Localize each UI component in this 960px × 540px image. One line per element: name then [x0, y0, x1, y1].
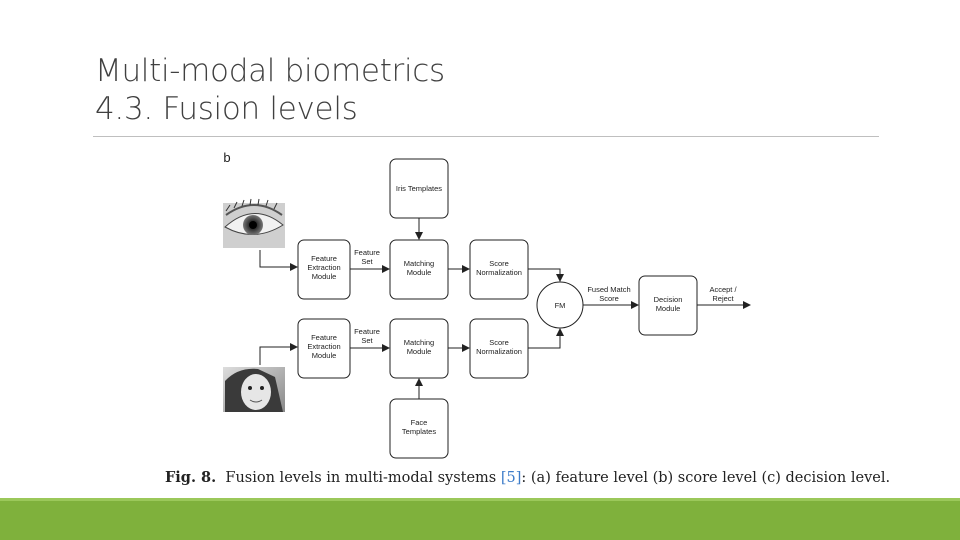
svg-text:Set: Set: [361, 336, 373, 345]
svg-text:Reject: Reject: [712, 294, 734, 303]
svg-text:Feature: Feature: [354, 248, 380, 257]
footer-accent-bar: [0, 498, 960, 540]
svg-text:Face: Face: [411, 418, 428, 427]
fusion-diagram: b Iris Templates Feature Extractio: [223, 150, 751, 459]
footer-accent-stripe: [0, 498, 960, 501]
decision-line2: Module: [656, 304, 681, 313]
fusion-module-label: FM: [555, 301, 566, 310]
face-templates-line2: Templates: [402, 427, 436, 436]
svg-text:Extraction: Extraction: [307, 342, 340, 351]
svg-text:Set: Set: [361, 257, 373, 266]
svg-text:Normalization: Normalization: [476, 268, 522, 277]
svg-text:Score: Score: [599, 294, 619, 303]
caption-text-after: : (a) feature level (b) score level (c) …: [521, 470, 891, 486]
feature-set-top-line2: Set: [361, 257, 373, 266]
face-image: [223, 367, 285, 412]
svg-text:Score: Score: [489, 259, 509, 268]
svg-text:Module: Module: [312, 272, 337, 281]
fem-bot-line2: Extraction: [307, 342, 340, 351]
fem-bot-line3: Module: [312, 351, 337, 360]
svg-text:Matching: Matching: [404, 338, 434, 347]
svg-text:Matching: Matching: [404, 259, 434, 268]
svg-text:Extraction: Extraction: [307, 263, 340, 272]
svg-text:Module: Module: [407, 347, 432, 356]
iris-templates-label: Iris Templates: [396, 184, 442, 193]
accept-reject-line2: Reject: [712, 294, 734, 303]
fused-score-line2: Score: [599, 294, 619, 303]
svg-text:Feature: Feature: [311, 254, 337, 263]
decision-line1: Decision: [654, 295, 683, 304]
svg-text:Feature: Feature: [311, 333, 337, 342]
eye-image: [223, 198, 285, 248]
feature-set-bot-line1: Feature: [354, 327, 380, 336]
face-templates-line1: Face: [411, 418, 428, 427]
svg-text:Accept /: Accept /: [709, 285, 737, 294]
slide-title-line1: Multi-modal biometrics: [95, 53, 445, 89]
match-top-line1: Matching: [404, 259, 434, 268]
fem-bot-line1: Feature: [311, 333, 337, 342]
svg-text:Feature: Feature: [354, 327, 380, 336]
svg-text:Decision: Decision: [654, 295, 683, 304]
norm-top-line1: Score: [489, 259, 509, 268]
caption-reference-link[interactable]: [5]: [500, 470, 522, 486]
svg-text:Normalization: Normalization: [476, 347, 522, 356]
panel-label: b: [223, 150, 230, 165]
svg-text:Templates: Templates: [402, 427, 436, 436]
svg-text:Module: Module: [656, 304, 681, 313]
caption-text-before: Fusion levels in multi-modal systems: [225, 470, 501, 486]
norm-bot-line1: Score: [489, 338, 509, 347]
norm-bot-line2: Normalization: [476, 347, 522, 356]
fused-score-line1: Fused Match: [587, 285, 630, 294]
figure-caption: Fig. 8. Fusion levels in multi-modal sys…: [165, 469, 890, 486]
match-bot-line2: Module: [407, 347, 432, 356]
match-bot-line1: Matching: [404, 338, 434, 347]
fem-top-line3: Module: [312, 272, 337, 281]
fem-top-line1: Feature: [311, 254, 337, 263]
svg-text:Module: Module: [407, 268, 432, 277]
feature-set-bot-line2: Set: [361, 336, 373, 345]
svg-text:Module: Module: [312, 351, 337, 360]
svg-text:Score: Score: [489, 338, 509, 347]
slide-title: Multi-modal biometrics 4.3. Fusion level…: [95, 52, 445, 128]
norm-top-line2: Normalization: [476, 268, 522, 277]
feature-set-top-line1: Feature: [354, 248, 380, 257]
match-top-line2: Module: [407, 268, 432, 277]
svg-text:Fused Match: Fused Match: [587, 285, 630, 294]
fem-top-line2: Extraction: [307, 263, 340, 272]
accept-reject-line1: Accept /: [709, 285, 737, 294]
title-divider: [93, 136, 879, 137]
figure-number: Fig. 8.: [165, 469, 217, 486]
slide-title-line2: 4.3. Fusion levels: [95, 91, 358, 127]
